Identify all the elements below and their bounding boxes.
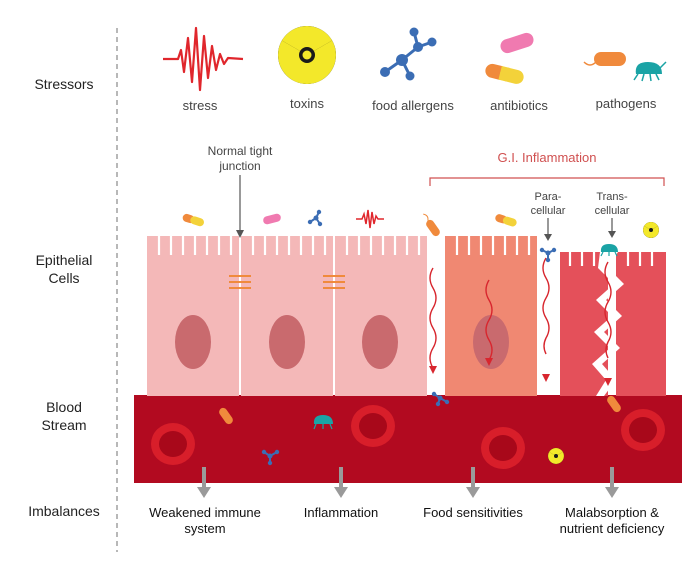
stressor-label-toxins: toxins <box>290 96 324 111</box>
blood-particle-bacteria <box>313 415 333 430</box>
blood-particle-allergen <box>261 449 280 466</box>
particle-stress <box>356 209 384 229</box>
imbalance-food-sensitivities: Food sensitivities <box>423 505 523 520</box>
imbalance-nutrient-deficiency: nutrient deficiency <box>560 521 665 536</box>
particle-allergen-2 <box>539 247 557 263</box>
particle-allergen <box>307 209 323 227</box>
blood-particle-pathogen-2 <box>607 395 621 413</box>
imbalance-weakened-immune: Weakened immune <box>149 505 261 520</box>
row-label-blood: Blood <box>46 399 82 415</box>
particle-radiation <box>643 222 659 238</box>
annotation-gi-inflammation: G.I. Inflammation <box>498 150 597 165</box>
particle-pill <box>182 213 204 227</box>
blood-stream <box>134 395 682 483</box>
annotation-paracellular: Para- <box>535 191 562 203</box>
stressor-label-pathogens: pathogens <box>596 96 657 111</box>
annotation-junction: junction <box>218 159 260 173</box>
junction-pointer-arrowhead <box>236 230 244 238</box>
stressor-label-food-allergens: food allergens <box>372 98 454 113</box>
cell-nuclei <box>175 315 509 369</box>
annotation-trans-cellular: cellular <box>595 205 630 217</box>
transcellular-arrowhead <box>608 231 616 238</box>
particle-pink-pill <box>263 213 281 225</box>
healthy-epithelial-cells <box>147 236 427 396</box>
gi-inflammation-bracket <box>429 177 665 186</box>
leak-arrows <box>429 257 612 369</box>
particle-pill-2 <box>495 214 517 227</box>
microvilli-healthy <box>157 236 654 266</box>
stress-waveform-icon <box>163 26 244 92</box>
blood-particle-allergen-2 <box>431 391 450 407</box>
imbalance-malabsorption: Malabsorption & <box>565 505 659 520</box>
particle-pathogen-orange <box>423 213 440 237</box>
imbalance-system: system <box>184 521 225 536</box>
pill-capsule-icon <box>485 32 534 84</box>
bacteria-icon <box>583 52 667 82</box>
row-label-stream: Stream <box>41 417 86 433</box>
stressor-label-stress: stress <box>183 98 218 113</box>
annotation-cellular: cellular <box>531 205 566 217</box>
leak-arrowheads <box>429 358 612 386</box>
annotation-normal-tight-junction: Normal tight <box>208 144 273 158</box>
row-label-cells: Cells <box>48 270 79 286</box>
blood-particle-radiation <box>548 448 564 464</box>
imbalance-arrows <box>197 467 619 498</box>
row-label-stressors: Stressors <box>34 76 93 92</box>
particle-bacteria <box>600 244 618 257</box>
row-label-epithelial: Epithelial <box>36 252 93 268</box>
imbalance-inflammation: Inflammation <box>304 505 378 520</box>
tight-junction-markers <box>229 275 345 289</box>
paracellular-arrowhead <box>544 234 552 241</box>
row-label-imbalances: Imbalances <box>28 503 100 519</box>
blood-particle-pathogen <box>219 407 233 425</box>
annotation-transcellular: Trans- <box>596 191 628 203</box>
transcellular-zigzag-gap <box>592 252 624 396</box>
molecule-icon <box>380 27 437 81</box>
stressor-label-antibiotics: antibiotics <box>490 98 548 113</box>
radiation-icon <box>278 26 336 84</box>
